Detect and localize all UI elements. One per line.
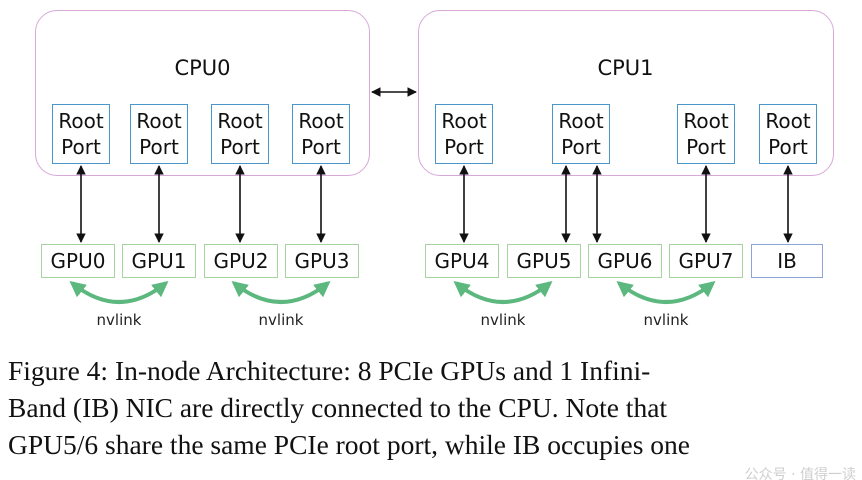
nvlink-label-3: nvlink [480, 311, 526, 329]
nvlink-arrow-gpu2-gpu3 [231, 280, 331, 304]
gpu3-box: GPU3 [285, 244, 359, 278]
connector-arrows [69, 87, 793, 304]
root-port-line2: Port [139, 135, 179, 159]
root-port-line1: Root [441, 109, 487, 133]
root-port-cpu1-3: Root Port [677, 104, 735, 164]
ib-nic-box: IB [751, 244, 823, 278]
root-port-line2: Port [220, 135, 260, 159]
caption-line-1: Figure 4: In-node Architecture: 8 PCIe G… [8, 355, 651, 386]
figure-caption: Figure 4: In-node Architecture: 8 PCIe G… [8, 352, 854, 463]
root-port-cpu0-2: Root Port [130, 104, 188, 164]
root-port-cpu1-2: Root Port [552, 104, 610, 164]
root-port-cpu1-1: Root Port [435, 104, 493, 164]
root-port-line1: Root [683, 109, 729, 133]
caption-line-3: GPU5/6 share the same PCIe root port, wh… [8, 429, 691, 460]
root-port-line2: Port [686, 135, 726, 159]
gpu6-box: GPU6 [588, 244, 662, 278]
nvlink-label-2: nvlink [258, 311, 304, 329]
root-port-cpu0-3: Root Port [211, 104, 269, 164]
gpu1-box: GPU1 [122, 244, 196, 278]
gpu0-box: GPU0 [41, 244, 115, 278]
gpu2-box: GPU2 [204, 244, 278, 278]
nvlink-label-1: nvlink [96, 311, 142, 329]
root-port-line1: Root [765, 109, 811, 133]
gpu5-box: GPU5 [507, 244, 581, 278]
root-port-line1: Root [298, 109, 344, 133]
root-port-line1: Root [558, 109, 604, 133]
nvlink-arrow-gpu4-gpu5 [453, 280, 553, 304]
cpu0-label: CPU0 [174, 56, 231, 80]
root-port-line2: Port [301, 135, 341, 159]
root-port-line2: Port [444, 135, 484, 159]
root-port-line2: Port [561, 135, 601, 159]
root-port-line1: Root [58, 109, 104, 133]
gpu7-box: GPU7 [669, 244, 743, 278]
root-port-cpu1-4: Root Port [759, 104, 817, 164]
nvlink-arrow-gpu6-gpu7 [616, 280, 716, 304]
root-port-line2: Port [61, 135, 101, 159]
nvlink-label-4: nvlink [643, 311, 689, 329]
watermark: 公众号 · 值得一读 [744, 467, 856, 480]
cpu1-label: CPU1 [597, 56, 654, 80]
root-port-line1: Root [217, 109, 263, 133]
caption-line-2: Band (IB) NIC are directly connected to … [8, 392, 668, 423]
root-port-cpu0-1: Root Port [52, 104, 110, 164]
nvlink-arrow-gpu0-gpu1 [69, 280, 169, 304]
root-port-line2: Port [768, 135, 808, 159]
root-port-cpu0-4: Root Port [292, 104, 350, 164]
root-port-line1: Root [136, 109, 182, 133]
gpu4-box: GPU4 [425, 244, 499, 278]
